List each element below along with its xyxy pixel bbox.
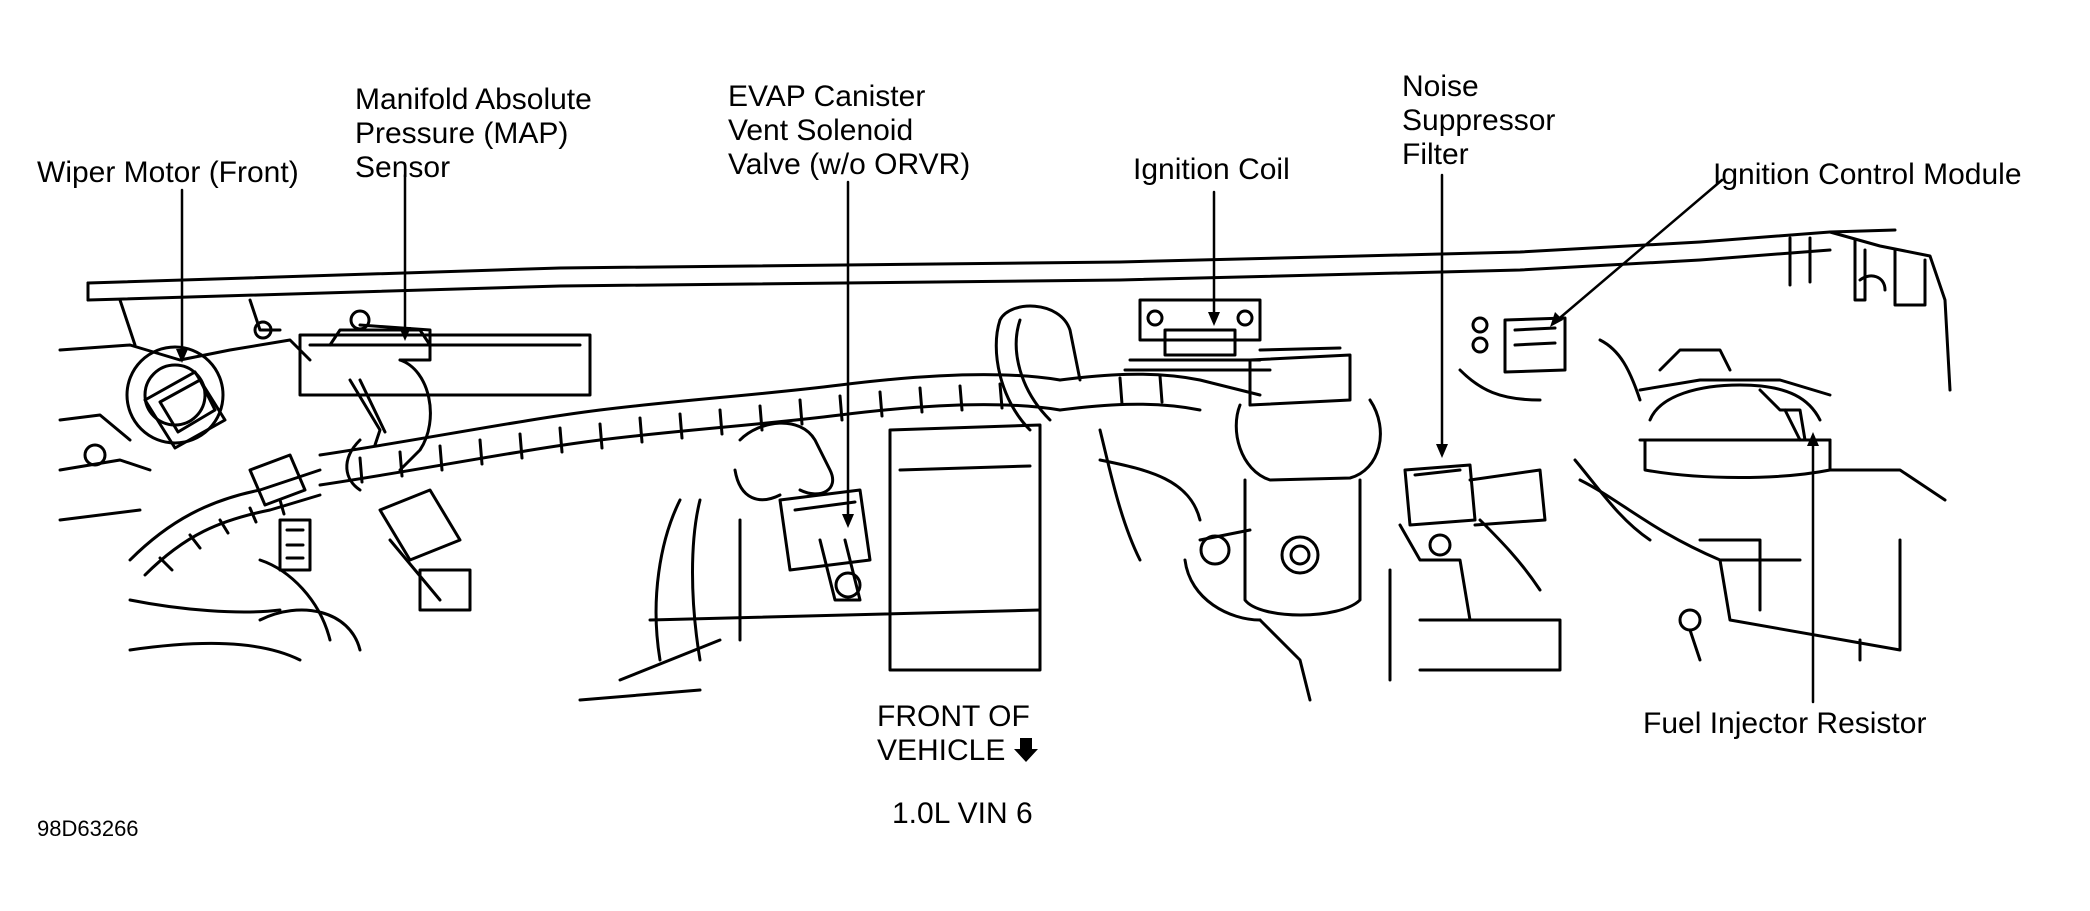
label-fuel-injector-resistor: Fuel Injector Resistor	[1643, 707, 1927, 740]
label-map-sensor: Manifold Absolute Pressure (MAP) Sensor	[355, 83, 592, 185]
label-front-of-vehicle-line-2-text: VEHICLE	[877, 734, 1006, 767]
label-engine: 1.0L VIN 6	[892, 797, 1033, 830]
label-map-sensor-line-1: Manifold Absolute	[355, 83, 592, 116]
ignition-module-drawing	[1458, 316, 1642, 402]
leader-arrowheads	[176, 312, 1819, 528]
label-noise-filter-line-1: Noise	[1402, 70, 1479, 103]
connectors-left	[128, 453, 472, 662]
label-front-of-vehicle-line-2: VEHICLE	[877, 734, 1039, 768]
label-noise-filter-line-2: Suppressor	[1402, 104, 1556, 137]
label-evap-valve: EVAP Canister Vent Solenoid Valve (w/o O…	[728, 80, 970, 182]
label-ignition-module: Ignition Control Module	[1713, 158, 2022, 191]
label-map-sensor-line-2: Pressure (MAP)	[355, 117, 569, 150]
leader-ignition-module	[1553, 178, 1724, 324]
label-evap-valve-line-2: Vent Solenoid	[728, 114, 914, 147]
wiper-motor-drawing	[58, 298, 371, 522]
air-cleaner-drawing	[578, 304, 1202, 702]
figure-code: 98D63266	[37, 816, 139, 841]
down-arrow-icon	[1014, 738, 1039, 762]
label-front-of-vehicle-line-1: FRONT OF	[877, 700, 1030, 733]
leader-lines	[180, 173, 1815, 704]
cowl-panel	[86, 228, 1952, 392]
label-evap-valve-line-3: Valve (w/o ORVR)	[728, 148, 971, 181]
label-noise-filter-line-3: Filter	[1402, 138, 1469, 171]
ignition-coil-drawing	[1123, 298, 1272, 372]
label-ignition-coil: Ignition Coil	[1133, 153, 1290, 186]
wiring-harness	[128, 372, 1262, 577]
label-map-sensor-line-3: Sensor	[355, 151, 451, 184]
label-noise-filter: Noise Suppressor Filter	[1402, 70, 1555, 172]
map-sensor-drawing	[298, 323, 592, 492]
fuel-injector-resistor-drawing	[1573, 348, 1947, 662]
evap-solenoid-drawing	[654, 421, 872, 662]
label-wiper-motor: Wiper Motor (Front)	[37, 156, 299, 189]
reservoir-drawing	[1183, 346, 1382, 702]
label-evap-valve-line-1: EVAP Canister	[728, 80, 926, 113]
label-front-of-vehicle: FRONT OF VEHICLE	[877, 700, 1039, 768]
noise-filter-drawing	[1388, 463, 1562, 682]
